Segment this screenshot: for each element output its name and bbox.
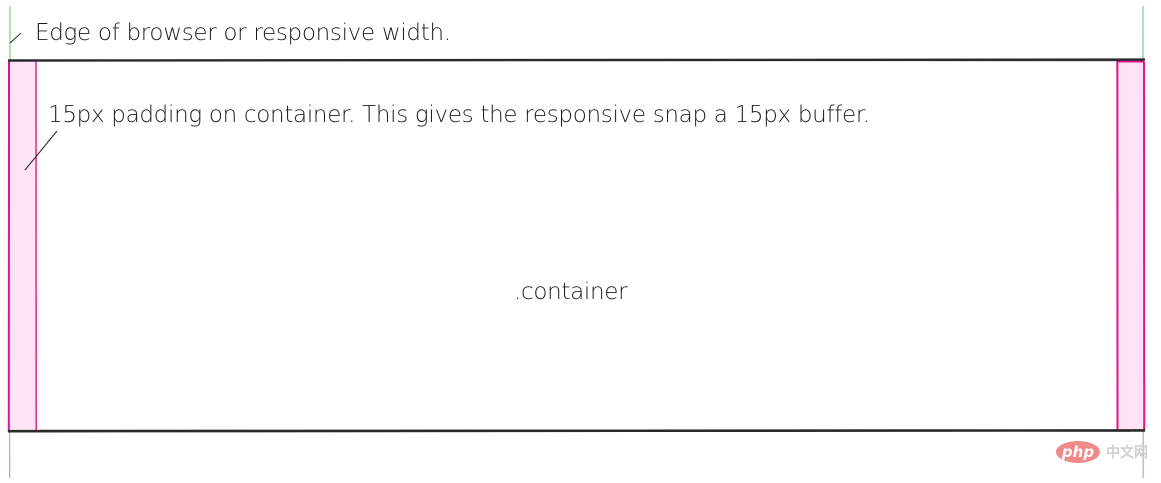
padding-pointer (24, 130, 58, 171)
left-padding-band (7, 60, 38, 432)
edge-pointer (9, 32, 22, 44)
browser-edge-lines (9, 5, 1144, 479)
padding-annotation: 15px padding on container. This gives th… (48, 102, 870, 128)
container-label: .container (514, 279, 628, 305)
right-padding-band (1116, 60, 1146, 432)
watermark-badge: php (1056, 441, 1100, 463)
edge-annotation: Edge of browser or responsive width. (35, 20, 451, 46)
annotation-pointers (9, 32, 58, 171)
container-box (7, 58, 1146, 433)
site-watermark: php 中文网 (1056, 440, 1148, 464)
watermark-text: 中文网 (1106, 445, 1148, 461)
